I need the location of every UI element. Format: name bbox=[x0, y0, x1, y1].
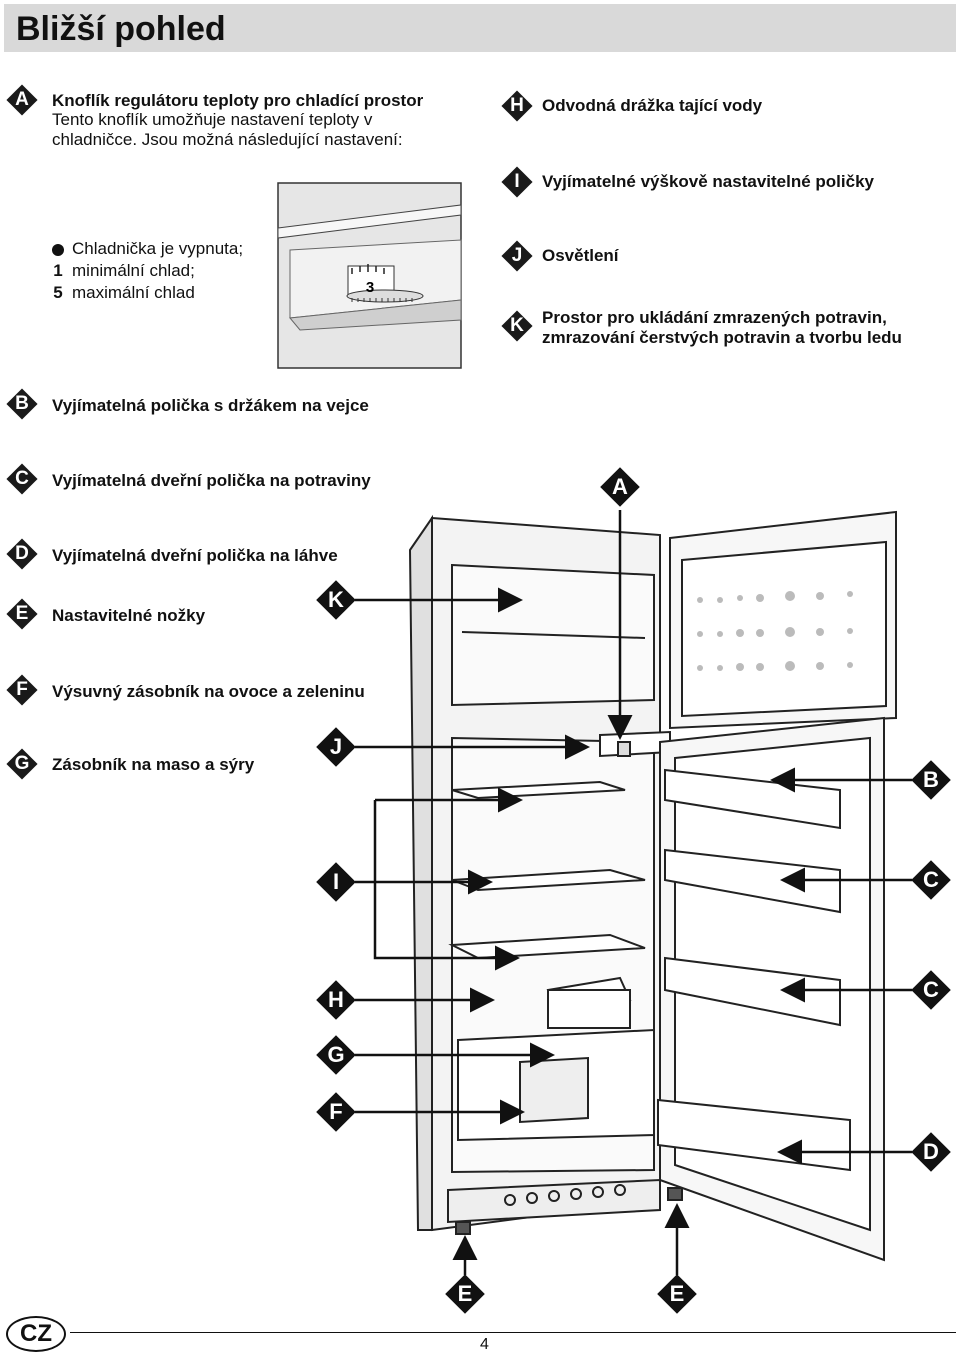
language-badge: CZ bbox=[6, 1316, 66, 1352]
item-k-line2: zmrazování čerstvých potravin a tvorbu l… bbox=[542, 328, 902, 347]
badge-i: I bbox=[501, 166, 533, 198]
callout-b: B bbox=[911, 760, 951, 800]
badge-d: D bbox=[6, 538, 38, 570]
item-f-label: Výsuvný zásobník na ovoce a zeleninu bbox=[52, 682, 365, 701]
callout-f: F bbox=[316, 1092, 356, 1132]
callout-arrows bbox=[355, 510, 912, 1275]
item-h-label: Odvodná drážka tající vody bbox=[542, 96, 763, 115]
badge-j: J bbox=[501, 240, 533, 272]
item-i-label: Vyjímatelné výškově nastavitelné poličky bbox=[542, 172, 874, 191]
knob-label: 3 bbox=[366, 279, 374, 296]
page-number: 4 bbox=[480, 1336, 489, 1353]
item-a-line1: Tento knoflík umožňuje nastavení teploty… bbox=[52, 110, 373, 129]
item-j-label: Osvětlení bbox=[542, 246, 619, 265]
item-c-label: Vyjímatelná dveřní polička na potraviny bbox=[52, 471, 371, 490]
badge-e: E bbox=[6, 598, 38, 630]
fridge-illustration bbox=[408, 510, 897, 1262]
callout-e2: E bbox=[657, 1274, 697, 1314]
item-g-label: Zásobník na maso a sýry bbox=[52, 755, 255, 774]
item-e-label: Nastavitelné nožky bbox=[52, 606, 206, 625]
off-dot-icon bbox=[52, 243, 64, 256]
knob-detail-illustration: 3 bbox=[277, 182, 462, 369]
callout-h: H bbox=[316, 980, 356, 1020]
item-d-label: Vyjímatelná dveřní polička na láhve bbox=[52, 546, 338, 565]
callout-d: D bbox=[911, 1132, 951, 1172]
badge-f: F bbox=[6, 674, 38, 706]
item-k-line1: Prostor pro ukládání zmrazených potravin… bbox=[542, 308, 887, 327]
freezer-door-dots bbox=[697, 591, 853, 671]
badge-g: G bbox=[6, 748, 38, 780]
page-title: Bližší pohled bbox=[16, 10, 226, 48]
badge-c: C bbox=[6, 463, 38, 495]
callout-g: G bbox=[316, 1035, 356, 1075]
callout-c1: C bbox=[911, 860, 951, 900]
callout-i: I bbox=[316, 862, 356, 902]
callout-j: J bbox=[316, 727, 356, 767]
item-b-label: Vyjímatelná polička s držákem na vejce bbox=[52, 396, 369, 415]
setting-off: Chladnička je vypnuta; bbox=[50, 238, 243, 260]
badge-b: B bbox=[6, 388, 38, 420]
callout-e1: E bbox=[445, 1274, 485, 1314]
title-bar: Bližší pohled bbox=[4, 4, 956, 52]
badge-k: K bbox=[501, 310, 533, 342]
footer-rule bbox=[70, 1332, 956, 1333]
item-a-heading: Knoflík regulátoru teploty pro chladící … bbox=[52, 91, 424, 110]
badge-a: A bbox=[6, 84, 38, 116]
badge-h: H bbox=[501, 90, 533, 122]
callout-a: A bbox=[600, 467, 640, 507]
callout-k: K bbox=[316, 580, 356, 620]
item-a-line2: chladničce. Jsou možná následující nasta… bbox=[52, 130, 403, 149]
callout-c2: C bbox=[911, 970, 951, 1010]
